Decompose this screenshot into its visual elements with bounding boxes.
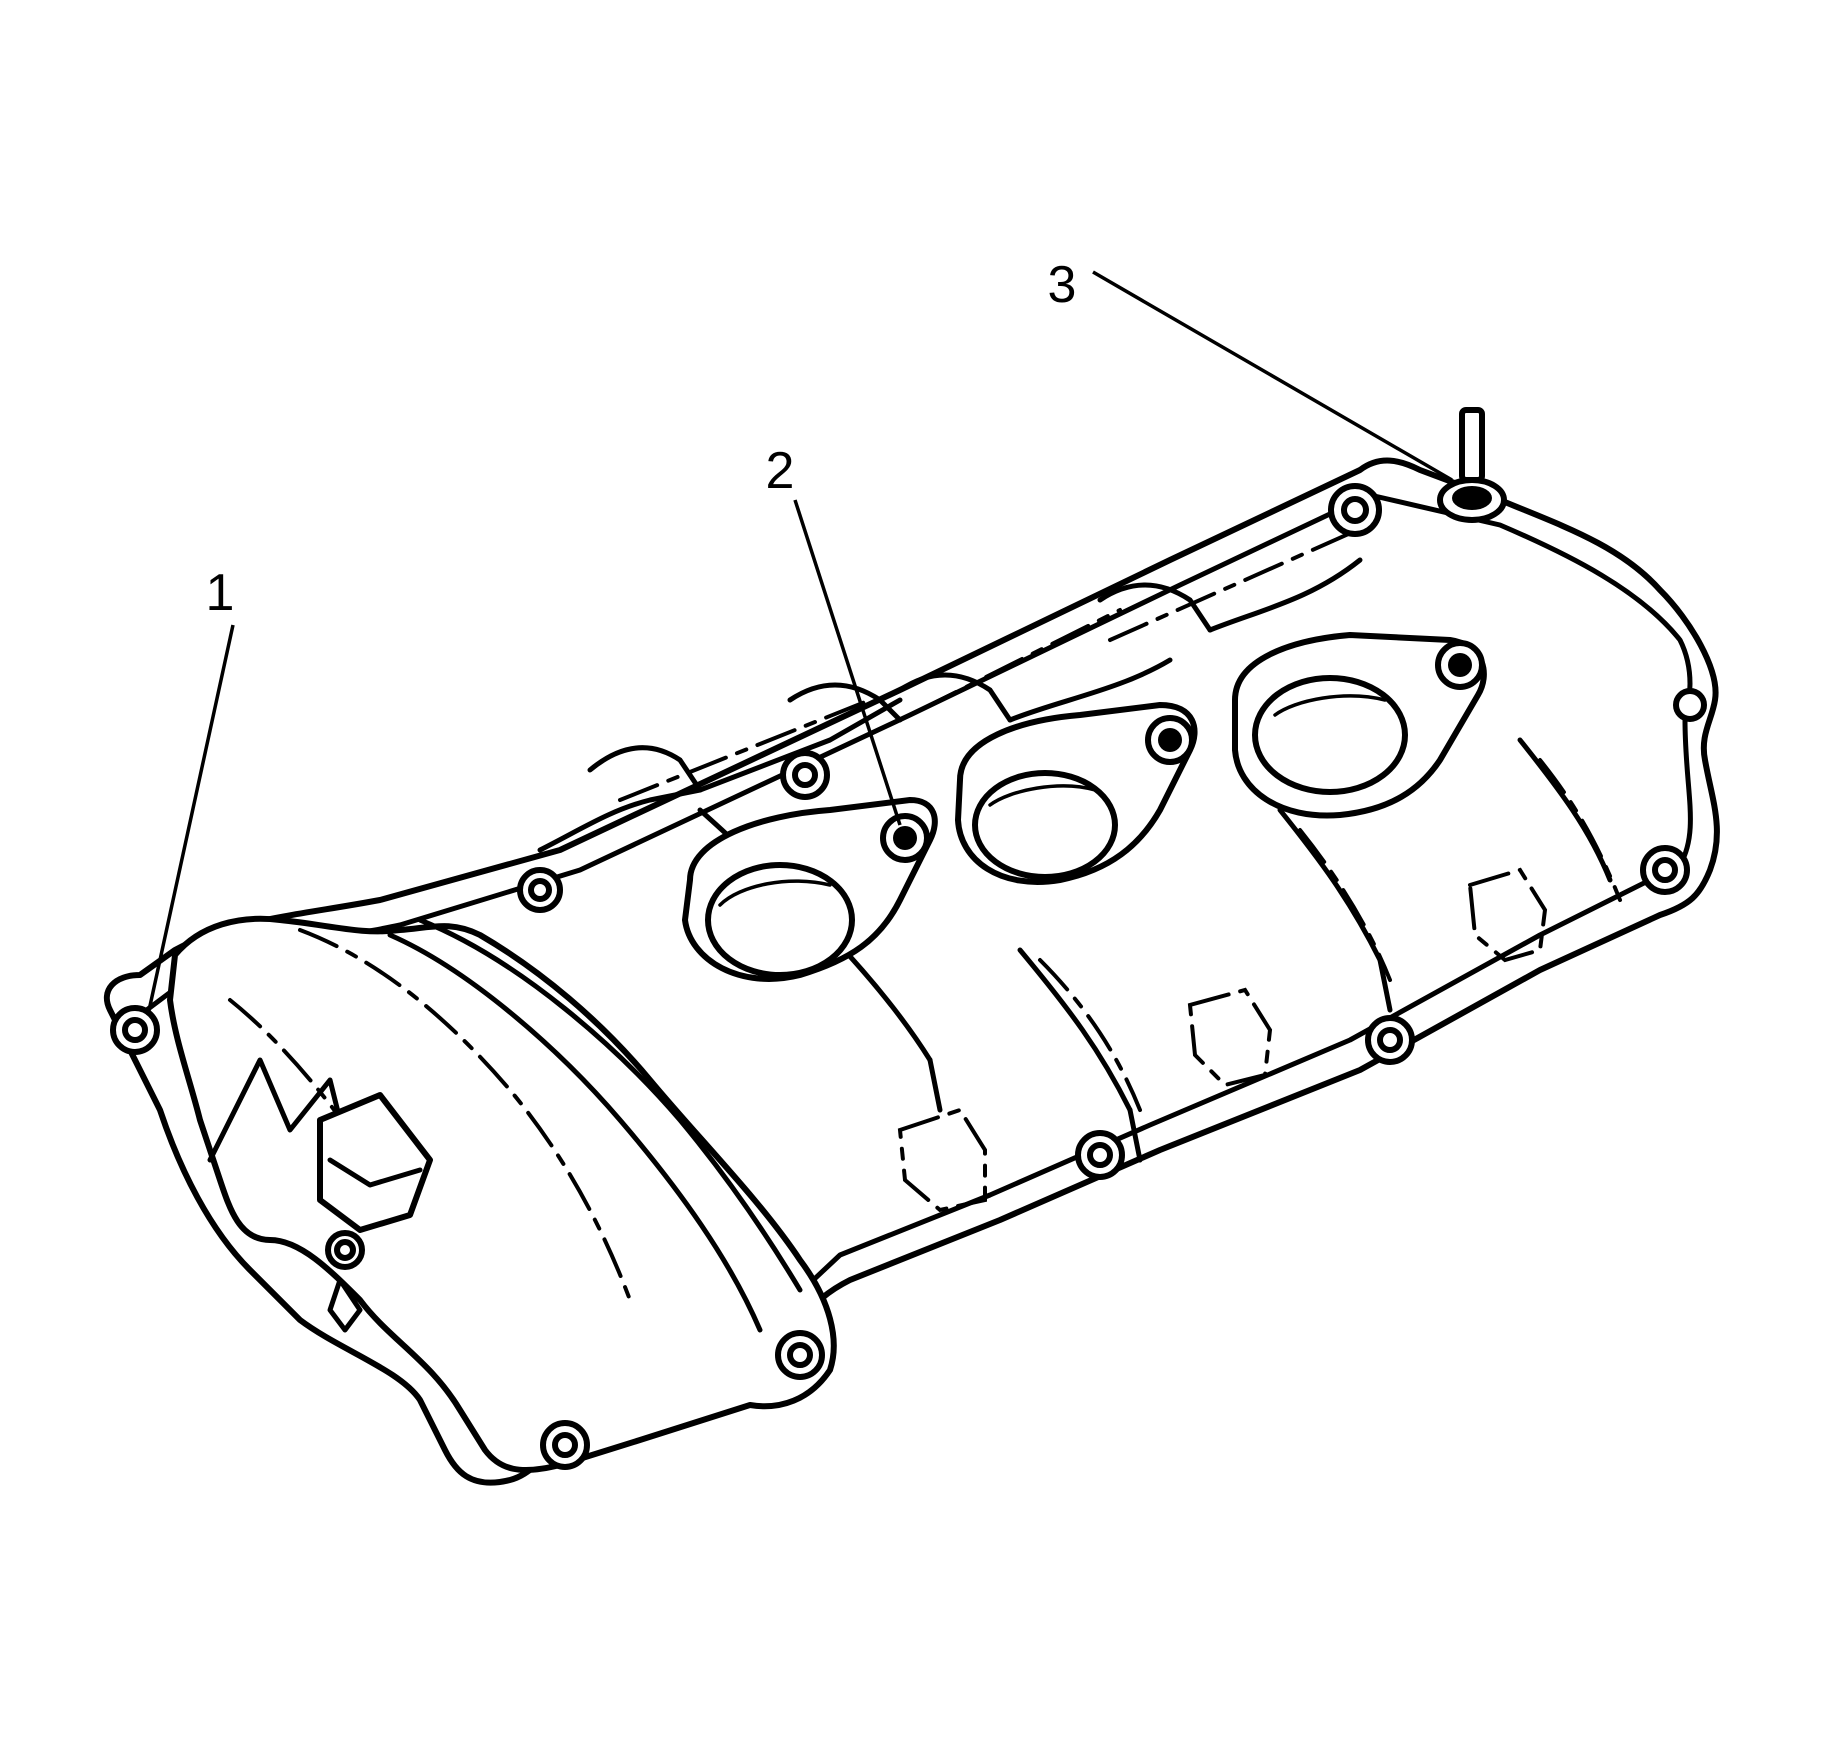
leader-3 bbox=[1092, 270, 1453, 482]
callout-2: 2 bbox=[766, 442, 795, 500]
leader-2 bbox=[793, 499, 902, 826]
crossover-runner bbox=[167, 915, 837, 1473]
flange-bolt-bosses bbox=[110, 483, 1707, 1470]
dashed-pads bbox=[897, 867, 1548, 1213]
callout-leaders bbox=[146, 270, 1453, 1016]
cover-ribs bbox=[537, 518, 1622, 1163]
coil-openings bbox=[682, 632, 1487, 982]
leader-1 bbox=[146, 624, 235, 1016]
pcv-stud bbox=[1437, 407, 1507, 523]
callout-3: 3 bbox=[1048, 256, 1077, 314]
callout-1: 1 bbox=[206, 564, 235, 622]
callouts: 1 2 3 bbox=[206, 256, 1077, 622]
